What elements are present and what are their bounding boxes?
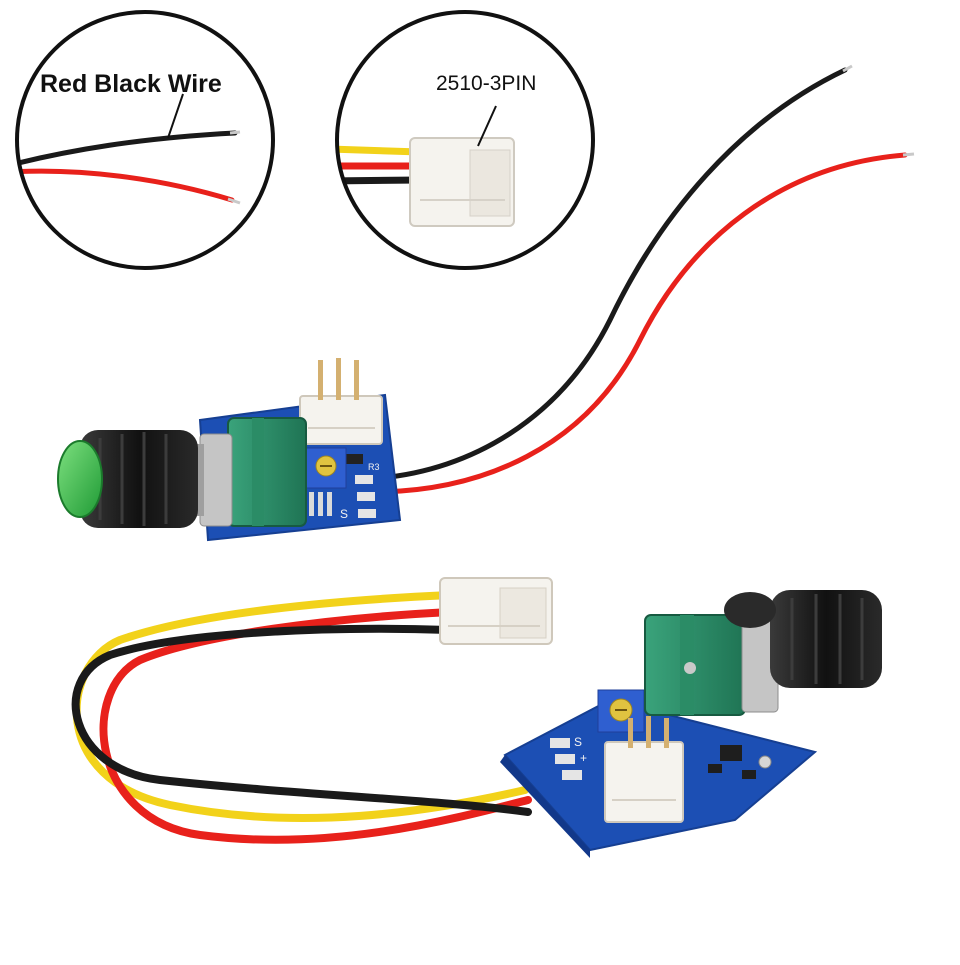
upper-knob-cap: [57, 440, 103, 518]
connector-callout-ring: [335, 10, 595, 270]
lower-module-wires: [71, 591, 532, 844]
upper-pwm-module: S R3: [57, 358, 402, 542]
upper-silk-r3: R3: [368, 462, 380, 472]
upper-connector: [299, 395, 383, 445]
callout-black-wire: [17, 130, 238, 168]
lower-board-connector: [604, 741, 684, 823]
callout-red-wire: [17, 168, 235, 203]
lower-black-wire: [71, 624, 532, 816]
upper-silk-s: S: [340, 507, 348, 521]
callout-pointer-line: [167, 93, 184, 139]
upper-knob: [80, 430, 198, 528]
wire-callout-ring: [15, 10, 275, 270]
connector-detail-callout: [335, 10, 595, 270]
connector-pointer-line: [477, 105, 497, 147]
wire-callout-label: Red Black Wire: [40, 70, 222, 98]
lower-knob: [770, 590, 882, 688]
connector-callout-label: 2510-3PIN: [436, 72, 537, 95]
lower-pwm-module: S +: [500, 590, 882, 858]
upper-potentiometer: [227, 417, 307, 527]
upper-module-wires: [377, 64, 915, 495]
upper-black-wire: [377, 67, 848, 481]
lower-silk-plus: +: [580, 751, 587, 765]
lower-silk-s: S: [574, 735, 582, 749]
lower-cable-connector: [439, 577, 553, 645]
upper-red-wire: [377, 152, 908, 495]
wire-detail-callout: [15, 10, 275, 270]
